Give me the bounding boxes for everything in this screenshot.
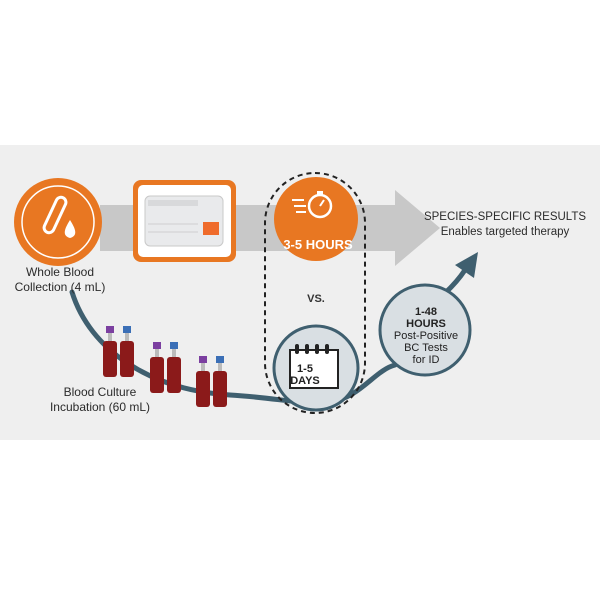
stopwatch-icon (274, 177, 358, 261)
blood-culture-label-line2: Incubation (60 mL) (49, 400, 151, 414)
slow-path-label: 1-5 DAYS (288, 363, 322, 387)
post-positive-line2: BC Tests (404, 342, 448, 354)
calendar-icon (272, 324, 360, 412)
blood-culture-label-line1: Blood Culture (63, 385, 137, 399)
fast-path-label: 3-5 HOURS (283, 237, 353, 252)
blood-culture-label: Blood Culture Incubation (60 mL) (40, 385, 160, 415)
post-positive-hours-word: HOURS (406, 318, 446, 330)
result-title: SPECIES-SPECIFIC RESULTS (423, 211, 587, 223)
post-positive-hours: 1-48 (414, 306, 438, 318)
result-subtitle: Enables targeted therapy (440, 226, 570, 238)
slow-path-label-line1: 1-5 (297, 363, 313, 375)
whole-blood-label-line2: Collection (4 mL) (14, 280, 106, 294)
whole-blood-label: Whole Blood Collection (4 mL) (10, 265, 110, 295)
result-label: SPECIES-SPECIFIC RESULTS Enables targete… (420, 210, 590, 240)
post-positive-label: 1-48 HOURS Post-Positive BC Tests for ID (380, 306, 472, 366)
analyzer-instrument-icon (133, 180, 236, 262)
culture-bottles-icon (103, 326, 227, 407)
post-positive-circle (378, 283, 472, 377)
slow-path-label-line2: DAYS (290, 375, 320, 387)
post-positive-line3: for ID (412, 354, 440, 366)
comparison-dashed-oval (264, 172, 366, 414)
test-tube-drop-icon (14, 178, 102, 266)
whole-blood-label-line1: Whole Blood (25, 265, 95, 279)
post-positive-line1: Post-Positive (393, 330, 459, 342)
result-arrowhead (455, 252, 478, 278)
versus-label: VS. (307, 293, 325, 305)
